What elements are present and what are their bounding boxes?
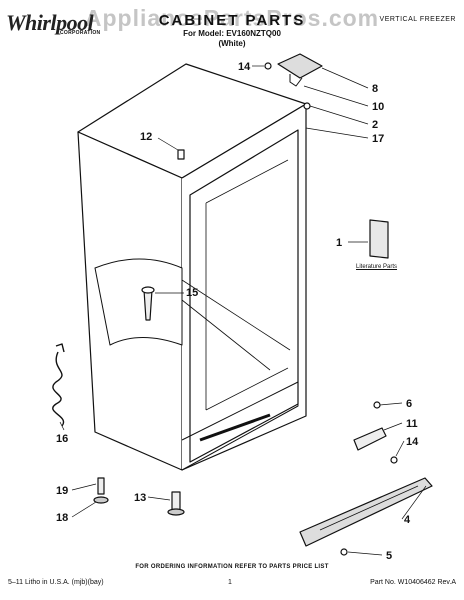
brand-logo: Whirlpool [6,10,94,35]
litho-info: 5–11 Litho in U.S.A. (mjb)(bay) [8,579,104,586]
screw-12 [177,149,185,160]
top-hinge [277,53,323,79]
callout-13: 13 [134,492,146,504]
literature-pack [369,219,389,259]
washer-10 [303,102,311,110]
callout-6: 6 [406,398,412,410]
leveling-leg-13 [171,491,181,511]
callout-14-bottom: 14 [406,436,419,448]
screw-14-top [264,62,272,70]
kick-plate [299,477,433,547]
base-bracket [353,427,387,451]
callout-11: 11 [406,418,418,430]
drain-tube [143,289,153,321]
callout-5: 5 [386,550,392,562]
cutaway [94,258,183,346]
model-number: For Model: EV160NZTQ00 [183,29,281,38]
callout-15: 15 [186,287,198,299]
callout-8: 8 [372,83,378,95]
power-cord [52,343,65,427]
callout-19: 19 [56,485,68,497]
callout-1: 1 [336,237,342,249]
callout-14-top: 14 [238,61,251,73]
leveling-leg-19 [97,477,105,495]
part-number: Part No. W10406462 Rev.A [370,579,456,586]
model-color: (White) [218,39,246,48]
washer-6 [373,401,381,409]
callout-18: 18 [56,512,68,524]
screw-14-bottom [390,456,398,464]
product-category: VERTICAL FREEZER [379,16,456,23]
cabinet-front-frame [181,103,307,471]
callout-10: 10 [372,101,384,113]
callout-4: 4 [404,514,411,526]
ordering-note: FOR ORDERING INFORMATION REFER TO PARTS … [135,564,329,570]
callout-12: 12 [140,131,152,143]
literature-parts-label: Literature Parts [356,264,398,270]
leg-base-18 [93,496,109,504]
cabinet-base [181,381,299,471]
callout-2: 2 [372,119,378,131]
callout-16: 16 [56,433,68,445]
page-number: 1 [228,579,232,586]
callout-17: 17 [372,133,384,145]
screw-5 [340,548,348,556]
brand-subtitle: CORPORATION [60,30,101,36]
page-title: CABINET PARTS [158,12,306,29]
